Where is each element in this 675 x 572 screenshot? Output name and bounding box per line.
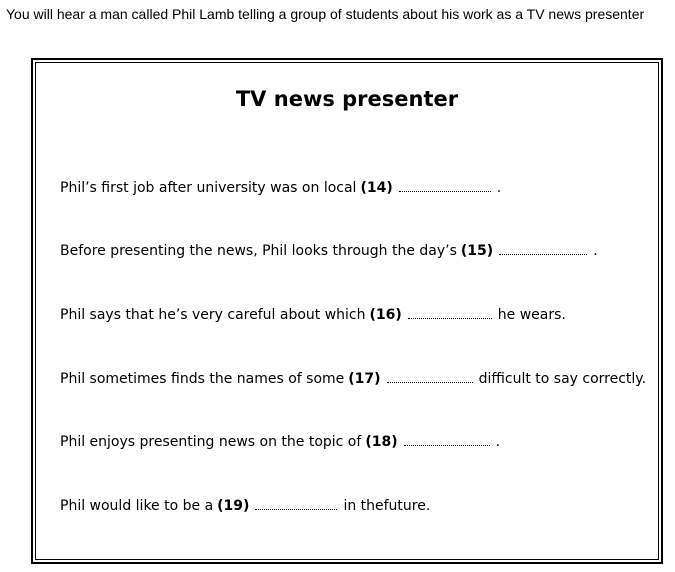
question-suffix: in thefuture. — [343, 498, 431, 514]
question-18: Phil enjoys presenting news on the topic… — [60, 434, 500, 450]
question-number: (17) — [348, 371, 381, 387]
question-text: Phil would like to be a — [60, 498, 214, 514]
answer-blank-15[interactable] — [499, 244, 588, 255]
question-number: (18) — [365, 434, 398, 450]
answer-blank-19[interactable] — [255, 499, 338, 510]
question-number: (15) — [460, 243, 494, 259]
answer-blank-18[interactable] — [403, 435, 490, 446]
question-text: Phil’s first job after university was on… — [60, 180, 357, 196]
question-number: (19) — [217, 498, 250, 514]
worksheet-frame-outer — [31, 58, 663, 564]
question-text: Phil enjoys presenting news on the topic… — [60, 434, 362, 450]
instructions-text: You will hear a man called Phil Lamb tel… — [6, 6, 645, 22]
question-text: Phil sometimes finds the names of some — [60, 371, 345, 387]
question-19: Phil would like to be a (19) in thefutur… — [60, 498, 430, 514]
question-text: Phil says that he’s very careful about w… — [60, 307, 366, 323]
question-14: Phil’s first job after university was on… — [60, 180, 501, 196]
answer-blank-14[interactable] — [398, 181, 491, 192]
question-number: (14) — [360, 180, 393, 196]
question-suffix: . — [495, 434, 501, 450]
answer-blank-16[interactable] — [407, 308, 492, 319]
question-suffix: he wears. — [497, 307, 566, 323]
question-number: (16) — [369, 307, 402, 323]
question-15: Before presenting the news, Phil looks t… — [60, 243, 598, 259]
question-suffix: . — [593, 243, 598, 259]
question-text: Before presenting the news, Phil looks t… — [60, 243, 457, 259]
question-17: Phil sometimes finds the names of some (… — [60, 371, 646, 387]
question-16: Phil says that he’s very careful about w… — [60, 307, 566, 323]
answer-blank-17[interactable] — [386, 372, 473, 383]
question-suffix: . — [496, 180, 502, 196]
question-suffix: difficult to say correctly. — [478, 371, 647, 387]
worksheet-title: TV news presenter — [235, 87, 459, 111]
worksheet-frame-inner — [35, 62, 659, 560]
